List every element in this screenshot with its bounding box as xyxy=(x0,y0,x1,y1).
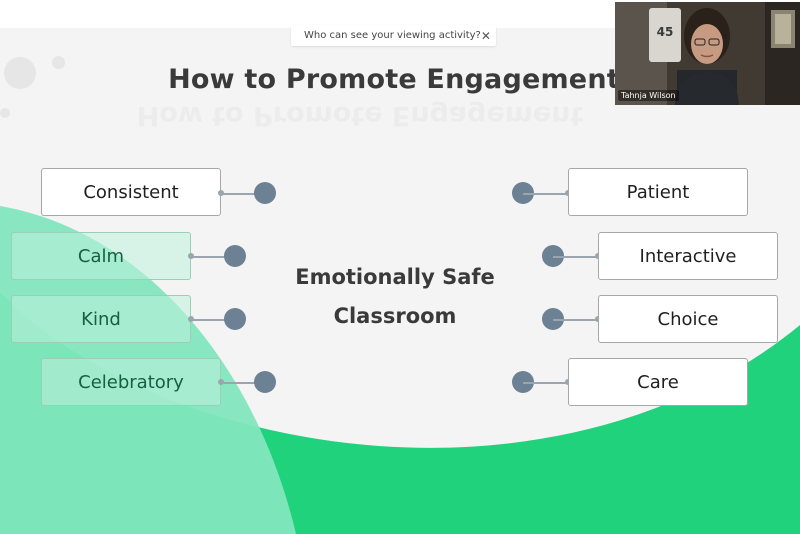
connector-end-dot xyxy=(188,316,194,322)
jersey-number: 45 xyxy=(657,25,674,39)
left-box-label: Celebratory xyxy=(78,371,184,393)
connector-end-dot xyxy=(218,379,224,385)
node-circle xyxy=(254,182,276,204)
left-box-label: Kind xyxy=(81,308,121,330)
right-box-patient: Patient xyxy=(568,168,748,216)
close-icon[interactable]: ✕ xyxy=(480,28,491,43)
connector-line xyxy=(191,256,235,258)
center-topic: Emotionally Safe Classroom xyxy=(290,258,500,336)
left-box-calm: Calm xyxy=(11,232,191,280)
viewing-activity-banner[interactable]: Who can see your viewing activity? ✕ xyxy=(291,25,496,46)
decor-bubble xyxy=(4,57,36,89)
left-box-kind: Kind xyxy=(11,295,191,343)
connector-line xyxy=(523,193,569,195)
left-box-label: Consistent xyxy=(83,181,179,203)
right-box-interactive: Interactive xyxy=(598,232,778,280)
left-box-celebratory: Celebratory xyxy=(41,358,221,406)
connector-line xyxy=(191,319,235,321)
connector-line xyxy=(553,256,599,258)
node-circle xyxy=(224,245,246,267)
node-circle xyxy=(254,371,276,393)
right-box-care: Care xyxy=(568,358,748,406)
connector-line xyxy=(553,319,599,321)
left-box-label: Calm xyxy=(77,245,125,267)
right-box-label: Choice xyxy=(657,308,719,330)
viewing-activity-text[interactable]: Who can see your viewing activity? xyxy=(304,30,481,41)
decor-bubble xyxy=(0,108,10,118)
participant-name: Tahnja Wilson xyxy=(618,90,679,101)
right-box-label: Patient xyxy=(626,181,690,203)
connector-line xyxy=(221,382,265,384)
center-topic-line-2: Classroom xyxy=(333,304,457,328)
slide-title: How to Promote Engagement xyxy=(168,64,620,95)
decor-bubble xyxy=(52,56,65,69)
webcam-video: 45 xyxy=(615,2,800,105)
connector-line xyxy=(221,193,265,195)
center-topic-line-1: Emotionally Safe xyxy=(295,265,495,289)
connector-end-dot xyxy=(218,190,224,196)
webcam-tile[interactable]: 45 Tahnja Wilson xyxy=(615,2,800,105)
left-box-consistent: Consistent xyxy=(41,168,221,216)
node-circle xyxy=(224,308,246,330)
right-box-label: Interactive xyxy=(639,245,737,267)
right-box-choice: Choice xyxy=(598,295,778,343)
right-box-label: Care xyxy=(637,371,679,393)
connector-end-dot xyxy=(188,253,194,259)
connector-line xyxy=(523,382,569,384)
